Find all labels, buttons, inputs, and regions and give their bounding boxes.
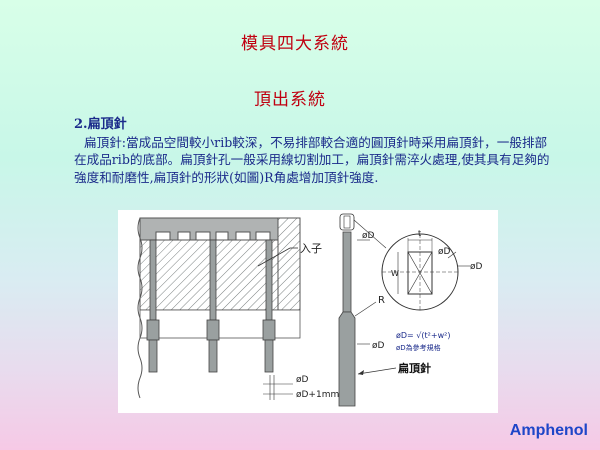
section-heading: 2.扁頂針 <box>74 117 127 132</box>
label-pin-name: 扁頂針 <box>398 361 431 375</box>
mold-insert-block <box>137 217 301 399</box>
label-insert: 入子 <box>300 242 322 255</box>
product-part <box>139 217 279 241</box>
label-dia-top: øD <box>362 231 375 241</box>
flat-ejector-pin-diagram: 入子 øD øD+1mm R øD øD <box>118 210 498 413</box>
flat-pin-side-view <box>338 213 356 407</box>
slide-title: 模具四大系統 <box>241 34 349 54</box>
label-w: W <box>391 269 399 278</box>
brand-logo-text: Amphenol <box>509 422 588 439</box>
formula-line-1: øD= √(t²+w²) <box>396 331 450 340</box>
label-dia-bottom: øD <box>296 375 309 385</box>
label-radius: R <box>378 295 385 306</box>
label-dia-bottom-2: øD+1mm <box>296 390 339 400</box>
label-dia-mid: øD <box>372 341 385 351</box>
body-text-block: 2.扁頂針 扁頂針:當成品空間較小rib較深，不易排部較合適的圓頂針時采用扁頂針… <box>74 116 558 186</box>
slide-subtitle: 頂出系統 <box>254 90 326 110</box>
formula-line-2: øD為參考規格 <box>396 343 441 352</box>
label-dia-circle: øD <box>438 247 451 257</box>
pin-cross-section-detail <box>353 219 459 311</box>
label-t: t <box>418 229 421 238</box>
ejector-pins <box>146 239 276 373</box>
section-paragraph: 扁頂針:當成品空間較小rib較深，不易排部較合適的圓頂針時采用扁頂針，一般排部在… <box>74 134 550 185</box>
label-dia-right: øD <box>470 262 483 272</box>
